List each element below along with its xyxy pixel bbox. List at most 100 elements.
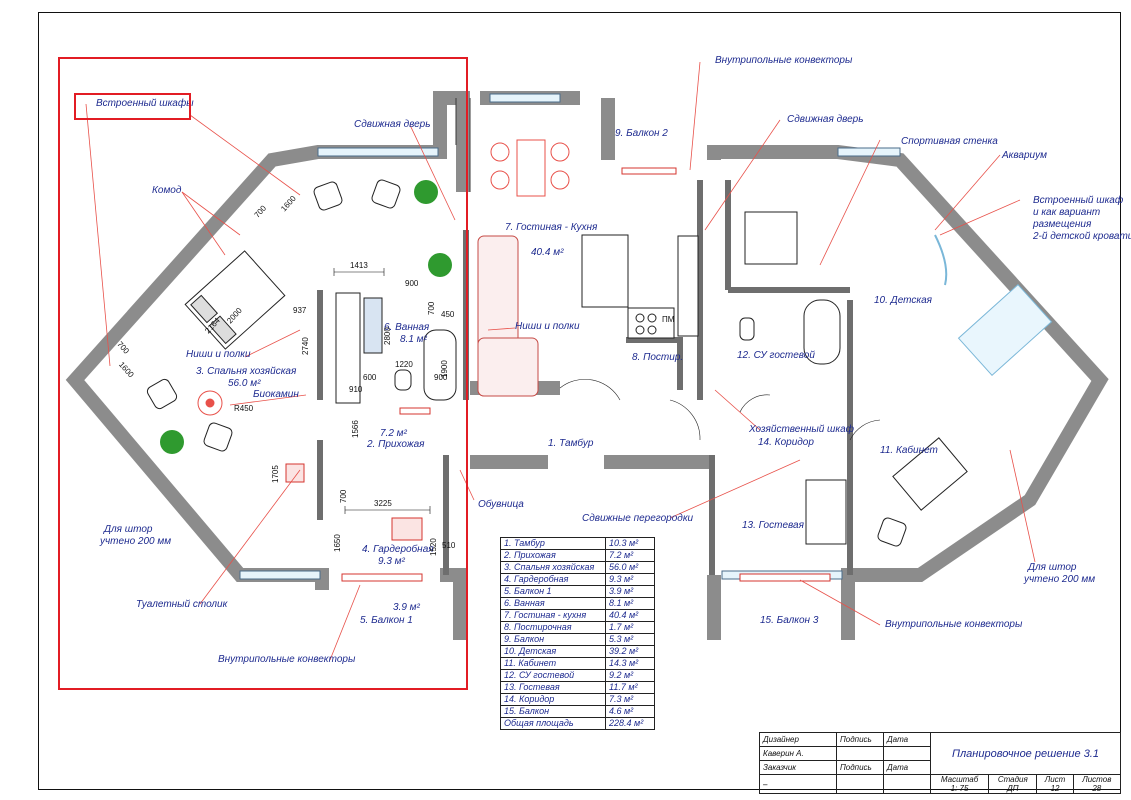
area-table-room: 1. Тамбур xyxy=(500,537,606,550)
annotation-convectors-right: Внутрипольные конвекторы xyxy=(885,619,1023,630)
area-table-room: 9. Балкон xyxy=(500,633,606,646)
aquarium xyxy=(934,234,948,286)
annotation-convectors-left: Внутрипольные конвекторы xyxy=(218,654,356,665)
customer-date-label: Дата xyxy=(883,760,931,775)
customer-date-cell xyxy=(883,774,931,794)
scale-value: 1: 75 xyxy=(950,784,969,793)
annotation-vanity: Туалетный столик xyxy=(136,599,228,610)
annotation-builtin-closet-right-4: 2-й детской кровати xyxy=(1033,231,1131,242)
title-block: Дизайнер Подпись Дата Планировочное реше… xyxy=(759,732,1122,794)
annotation-sliding-door-2: Сдвижная дверь xyxy=(787,114,864,125)
room-label-bathroom: 6. Ванная xyxy=(384,322,430,333)
biofireplace xyxy=(197,390,223,416)
designer-signature-cell xyxy=(836,746,884,761)
dimension-937: 937 xyxy=(293,306,307,315)
room-label-living-kitchen: 7. Гостиная - Кухня xyxy=(505,222,598,233)
annotation-builtin-closet-right-1: Встроенный шкаф xyxy=(1033,195,1124,206)
room-label-kids-room: 10. Детская xyxy=(874,295,933,306)
room-area-balcony-1: 3.9 м² xyxy=(393,602,420,613)
dimension-900-top: 900 xyxy=(405,279,419,288)
dimension-lines xyxy=(333,268,431,514)
designer-label: Дизайнер xyxy=(759,732,837,747)
annotation-builtin-closet-right-3: размещения xyxy=(1033,219,1092,230)
area-table-value: 228.4 м² xyxy=(605,717,655,730)
annotation-biofireplace: Биокамин xyxy=(253,389,299,400)
annotation-sliding-partitions: Сдвижные перегородки xyxy=(582,513,694,524)
kitchen xyxy=(581,234,699,339)
area-table-value: 4.6 м² xyxy=(605,705,655,718)
area-table-room: 6. Ванная xyxy=(500,597,606,610)
sheets-label: Листов xyxy=(1082,775,1112,784)
room-label-balcony-1: 5. Балкон 1 xyxy=(360,615,413,626)
room-label-study: 11. Кабинет xyxy=(880,445,938,456)
sofa xyxy=(477,235,539,397)
area-table-room: 5. Балкон 1 xyxy=(500,585,606,598)
area-table-value: 5.3 м² xyxy=(605,633,655,646)
dimension-510: 510 xyxy=(442,541,456,550)
annotation-niches-center: Ниши и полки xyxy=(515,321,580,332)
area-table-value: 10.3 м² xyxy=(605,537,655,550)
annotation-sliding-door-1: Сдвижная дверь xyxy=(354,119,431,130)
room-label-corridor: 14. Коридор xyxy=(758,437,814,448)
beds xyxy=(184,211,1053,545)
stage-value: ДП xyxy=(1007,784,1019,793)
room-label-guest-room: 13. Гостевая xyxy=(742,520,804,531)
area-table-room: 15. Балкон xyxy=(500,705,606,718)
room-label-master-bedroom: 3. Спальня хозяйская xyxy=(196,366,297,377)
area-table-value: 40.4 м² xyxy=(605,609,655,622)
area-table-value: 56.0 м² xyxy=(605,561,655,574)
area-table-value: 9.3 м² xyxy=(605,573,655,586)
dimension-910: 910 xyxy=(349,385,363,394)
wall-outlines xyxy=(455,98,471,192)
area-table-room: 7. Гостиная - кухня xyxy=(500,609,606,622)
dimension-450: 450 xyxy=(441,310,455,319)
area-table-room: 8. Постирочная xyxy=(500,621,606,634)
area-table-value: 9.2 м² xyxy=(605,669,655,682)
room-label-wardrobe: 4. Гардеробная xyxy=(362,544,434,555)
room-area-bathroom: 8.1 м² xyxy=(400,334,427,345)
area-table-room: 10. Детская xyxy=(500,645,606,658)
kitchen-pm-label: ПМ xyxy=(662,315,675,324)
annotation-dresser: Комод xyxy=(152,185,182,196)
drawing-frame xyxy=(38,12,1121,790)
annotation-curtains-right-2: учтено 200 мм xyxy=(1024,574,1096,585)
designer-date-cell xyxy=(883,746,931,761)
dimension-900-bath: 900 xyxy=(434,373,448,382)
customer-signature-label: Подпись xyxy=(836,760,884,775)
area-table-room: 3. Спальня хозяйская xyxy=(500,561,606,574)
dimension-600: 600 xyxy=(363,373,377,382)
annotation-aquarium: Аквариум xyxy=(1002,150,1047,161)
annotation-utility-closet: Хозяйственный шкаф xyxy=(749,424,854,435)
room-label-vestibule: 1. Тамбур xyxy=(548,438,594,449)
area-table-room: 13. Гостевая xyxy=(500,681,606,694)
dimension-r450: R450 xyxy=(234,404,254,413)
convectors xyxy=(285,167,831,582)
area-table-room: Общая площадь xyxy=(500,717,606,730)
room-label-balcony-3: 15. Балкон 3 xyxy=(760,615,819,626)
room-label-laundry: 8. Постир. xyxy=(632,352,684,363)
annotation-curtains-left-2: учтено 200 мм xyxy=(100,536,172,547)
area-table-value: 7.3 м² xyxy=(605,693,655,706)
sheet-label: Лист xyxy=(1044,775,1066,784)
area-table-room: 14. Коридор xyxy=(500,693,606,706)
room-label-hallway: 2. Прихожая xyxy=(367,439,425,450)
area-table-value: 8.1 м² xyxy=(605,597,655,610)
customer-label: Заказчик xyxy=(759,760,837,775)
drawing-title: Планировочное решение 3.1 xyxy=(930,732,1121,775)
area-table-value: 1.7 м² xyxy=(605,621,655,634)
